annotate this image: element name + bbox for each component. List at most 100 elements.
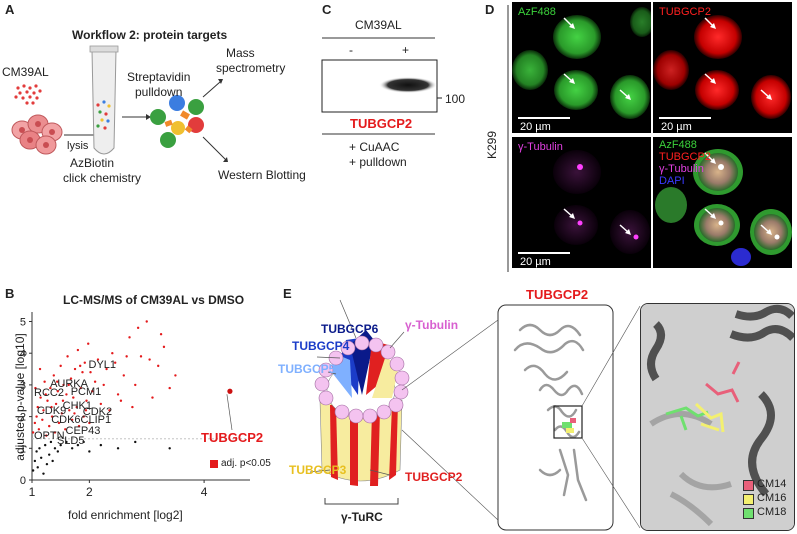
nonsignificant-point: [99, 443, 103, 447]
nonsignificant-point: [168, 447, 171, 450]
significant-point: [53, 431, 57, 434]
significant-point: [64, 428, 67, 431]
significant-point: [62, 383, 65, 387]
y-tick-label: 3: [20, 380, 26, 392]
significant-point: [85, 399, 88, 402]
pulldown-condition: + pulldown: [349, 155, 407, 169]
legend-swatch: [210, 460, 218, 468]
nonsignificant-point: [43, 443, 47, 447]
nonsignificant-point: [45, 462, 49, 466]
gamma-turc-schematic: [309, 299, 641, 531]
panel-e-letter: E: [283, 286, 292, 301]
blot-band: [379, 77, 437, 93]
highlight-point: [227, 388, 233, 394]
significant-point: [36, 405, 39, 409]
lane-plus: +: [402, 43, 410, 57]
blot-target: TUBGCP2: [350, 116, 413, 131]
nonsignificant-point: [70, 447, 74, 450]
significant-point: [128, 336, 131, 339]
nonsignificant-point: [31, 469, 35, 472]
nonsignificant-point: [134, 440, 137, 444]
significant-point: [148, 358, 151, 361]
nonsignificant-point: [65, 440, 68, 444]
significant-point: [79, 386, 82, 390]
nonsignificant-point: [48, 453, 51, 456]
tube-icon: [89, 45, 119, 155]
nonsignificant-point: [76, 443, 80, 447]
nonsignificant-point: [53, 447, 57, 450]
nonsignificant-point: [59, 443, 62, 447]
significant-point: [68, 409, 71, 412]
significant-point: [41, 418, 44, 421]
label-tubgcp5: TUBGCP5: [278, 362, 336, 376]
label-tubgcp4: TUBGCP4: [292, 339, 350, 353]
cuaac-label: + CuAAC: [349, 140, 400, 154]
significant-point: [42, 409, 45, 412]
x-axis-label: fold enrichment [log2]: [68, 508, 183, 522]
western-blot: [321, 37, 442, 135]
protein-label: PCM1: [70, 385, 102, 398]
panel-a-title: Workflow 2: protein targets: [72, 28, 228, 42]
significant-point: [119, 399, 123, 402]
significant-point: [136, 326, 140, 330]
significant-point: [34, 386, 37, 390]
legend-cm18-swatch: [743, 508, 754, 519]
protein-label: CDK2: [82, 406, 113, 419]
significant-point: [111, 352, 114, 355]
y-tick-label: 1: [20, 443, 26, 455]
significant-point: [134, 383, 137, 387]
highlight-leader: [226, 394, 233, 431]
label-tubgcp6: TUBGCP6: [321, 322, 379, 336]
nonsignificant-point: [35, 450, 38, 453]
nonsignificant-point: [39, 456, 43, 460]
panel-c-letter: C: [322, 2, 332, 17]
significant-point: [39, 396, 42, 399]
nonsignificant-point: [49, 440, 53, 444]
merge-label-dapi: DAPI: [659, 175, 685, 187]
significant-point: [43, 380, 46, 383]
mass-label: Mass: [226, 46, 255, 60]
lane-minus: -: [349, 43, 353, 57]
significant-point: [73, 367, 77, 371]
y-tick-label: 0: [20, 475, 26, 487]
significant-point: [159, 332, 163, 336]
significant-point: [157, 364, 160, 368]
micrograph-merge: AzF488 TUBGCP2 γ-Tubulin DAPI: [653, 137, 792, 268]
protein-label: SLD5: [56, 434, 85, 447]
legend-cm14-swatch: [743, 480, 754, 491]
protein-label: AURKA: [50, 377, 88, 390]
x-tick-label: 4: [201, 485, 208, 499]
scale-label: 20 µm: [661, 121, 692, 133]
nonsignificant-point: [82, 440, 85, 444]
scale-bar: [518, 117, 570, 119]
streptavidin-label: Streptavidin: [127, 70, 191, 84]
significant-point: [70, 418, 74, 421]
x-tick-label: 2: [86, 485, 93, 499]
significant-point: [151, 396, 154, 399]
scale-bar: [659, 117, 711, 119]
blot-compound: CM39AL: [355, 18, 402, 32]
compound-dots: [14, 84, 42, 105]
protein-label: CDK6CLIP1: [51, 414, 112, 427]
significant-point: [87, 342, 90, 345]
nonsignificant-point: [56, 450, 60, 453]
significant-point: [46, 399, 49, 402]
nonsignificant-point: [88, 450, 91, 453]
micrograph-tubgcp2: TUBGCP2 20 µm: [653, 2, 792, 133]
significant-point: [131, 405, 134, 409]
cell-cluster: [11, 114, 63, 155]
significant-point: [78, 364, 82, 368]
significant-point: [44, 393, 47, 396]
legend-cm16-swatch: [743, 494, 754, 505]
significant-point: [88, 421, 91, 425]
legend-label: adj. p<0.05: [221, 458, 271, 469]
nonsignificant-point: [33, 459, 37, 463]
streptavidin-beads: [150, 95, 204, 148]
panel-d-letter: D: [485, 2, 495, 17]
micrograph-gamma-tubulin: γ-Tubulin 20 µm: [512, 137, 651, 268]
scale-label: 20 µm: [520, 121, 551, 133]
significant-point: [52, 374, 55, 377]
pulldown-label: pulldown: [135, 85, 183, 99]
significant-point: [50, 405, 53, 409]
structure-box: [497, 304, 614, 531]
